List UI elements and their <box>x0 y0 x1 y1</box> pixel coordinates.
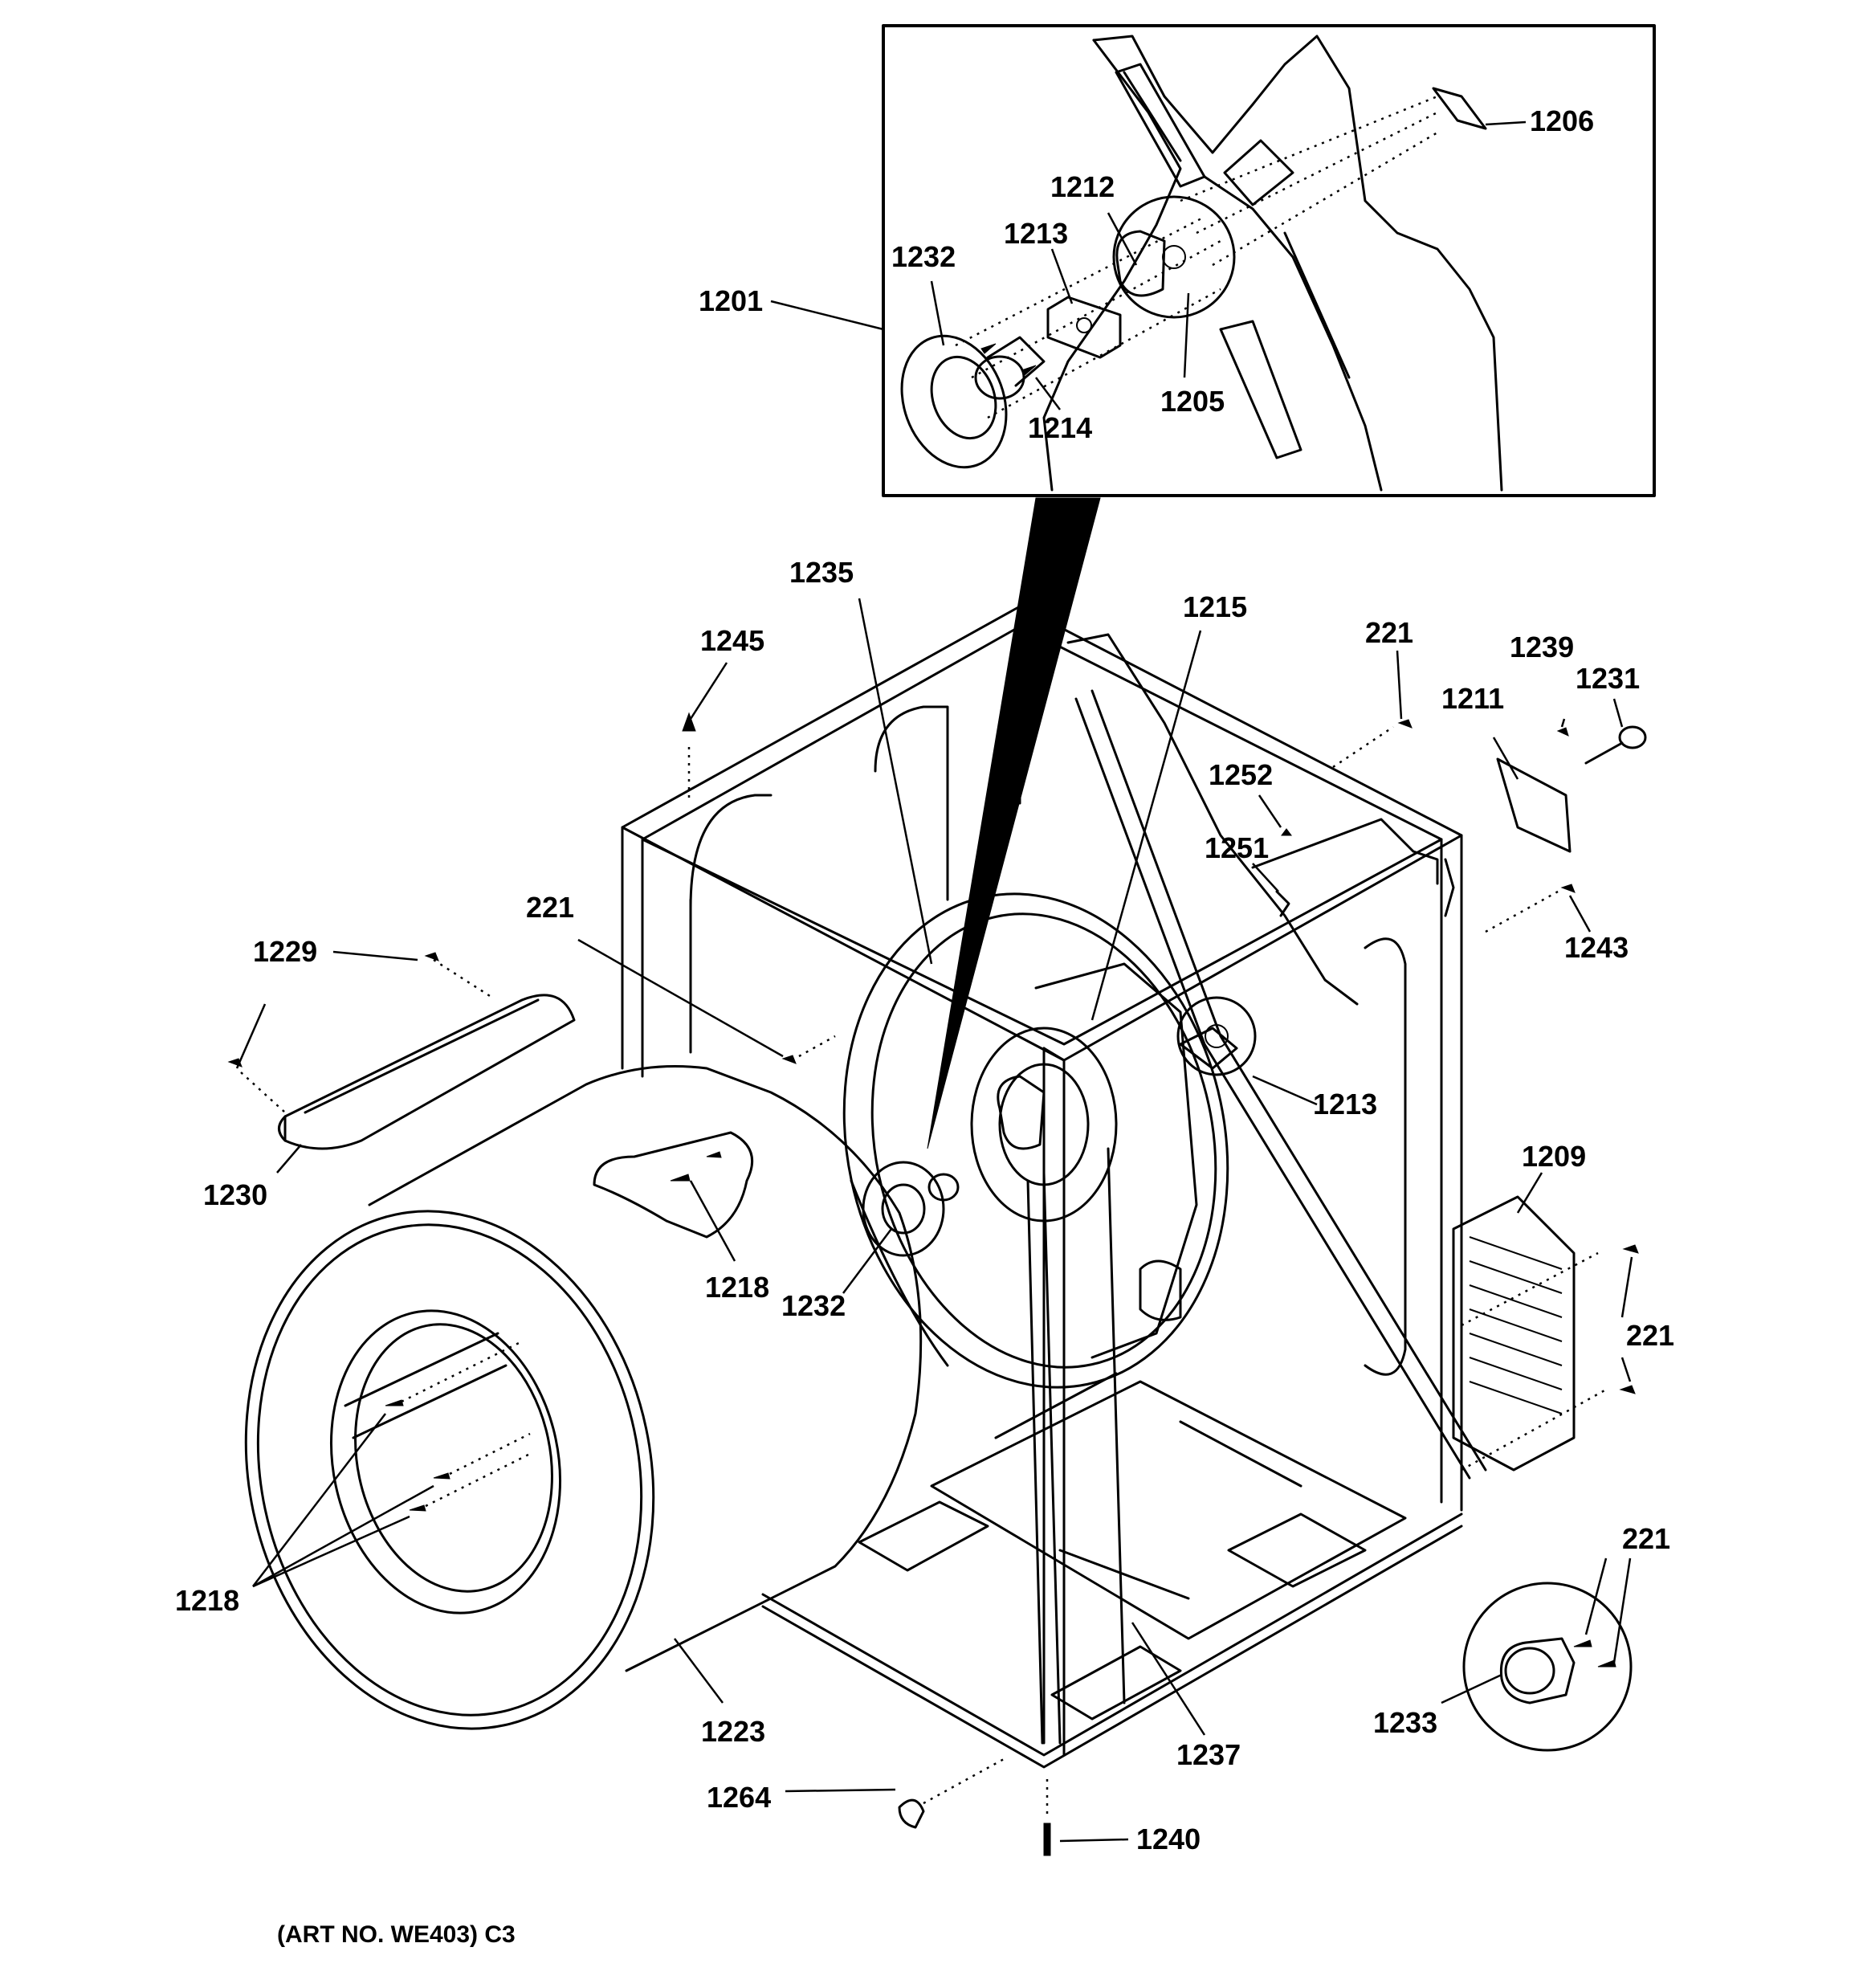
callout-1251: 1251 <box>1205 831 1269 864</box>
callout-1209: 1209 <box>1522 1140 1586 1173</box>
callout-1243: 1243 <box>1564 931 1629 964</box>
callout-1211: 1211 <box>1441 682 1504 715</box>
callout-1237: 1237 <box>1176 1738 1241 1771</box>
callout-1212: 1212 <box>1050 170 1115 203</box>
art-number: (ART NO. WE403) C3 <box>277 1921 516 1948</box>
callout-1232: 1232 <box>891 240 956 273</box>
leader-lines <box>235 598 1633 1843</box>
access-panel <box>1452 1195 1639 1472</box>
callout-1218: 1218 <box>705 1271 769 1304</box>
callout-1215: 1215 <box>1183 590 1247 623</box>
callout-1218: 1218 <box>175 1584 239 1617</box>
detail-pointer <box>927 497 1101 1149</box>
callout-1235: 1235 <box>789 556 854 589</box>
callout-1213: 1213 <box>1004 217 1068 250</box>
callout-1245: 1245 <box>700 624 764 657</box>
callout-labels: 1206 1212 1213 1232 1201 1205 1214 1235 … <box>175 104 1674 1948</box>
callout-1213: 1213 <box>1313 1088 1377 1121</box>
callout-1223: 1223 <box>701 1715 765 1748</box>
callout-1240: 1240 <box>1136 1823 1201 1855</box>
callout-1201: 1201 <box>699 284 763 317</box>
callout-1229: 1229 <box>253 935 317 968</box>
callout-1239: 1239 <box>1510 631 1574 663</box>
callout-1252: 1252 <box>1209 758 1273 791</box>
duct <box>227 952 576 1150</box>
callout-1231: 1231 <box>1576 662 1640 695</box>
screw-1240 <box>1043 1823 1051 1856</box>
top-right-parts <box>682 712 1647 1064</box>
callout-221: 221 <box>1622 1522 1670 1555</box>
callout-1232: 1232 <box>781 1289 846 1322</box>
callout-1205: 1205 <box>1160 385 1225 418</box>
callout-1264: 1264 <box>707 1781 771 1814</box>
cabinet-frame <box>621 605 1487 1769</box>
detail-inset <box>770 24 1656 497</box>
foot-1264 <box>898 1798 925 1829</box>
drum <box>244 1065 923 1730</box>
callout-1233: 1233 <box>1373 1706 1437 1739</box>
thermostat-detail <box>1462 1582 1633 1752</box>
callout-221: 221 <box>1365 616 1413 649</box>
callout-1206: 1206 <box>1530 104 1594 137</box>
callout-1230: 1230 <box>203 1178 267 1211</box>
callout-1214: 1214 <box>1028 411 1092 444</box>
callout-221: 221 <box>526 891 574 924</box>
front-bulkhead <box>842 892 1229 1745</box>
callout-221: 221 <box>1626 1319 1674 1352</box>
